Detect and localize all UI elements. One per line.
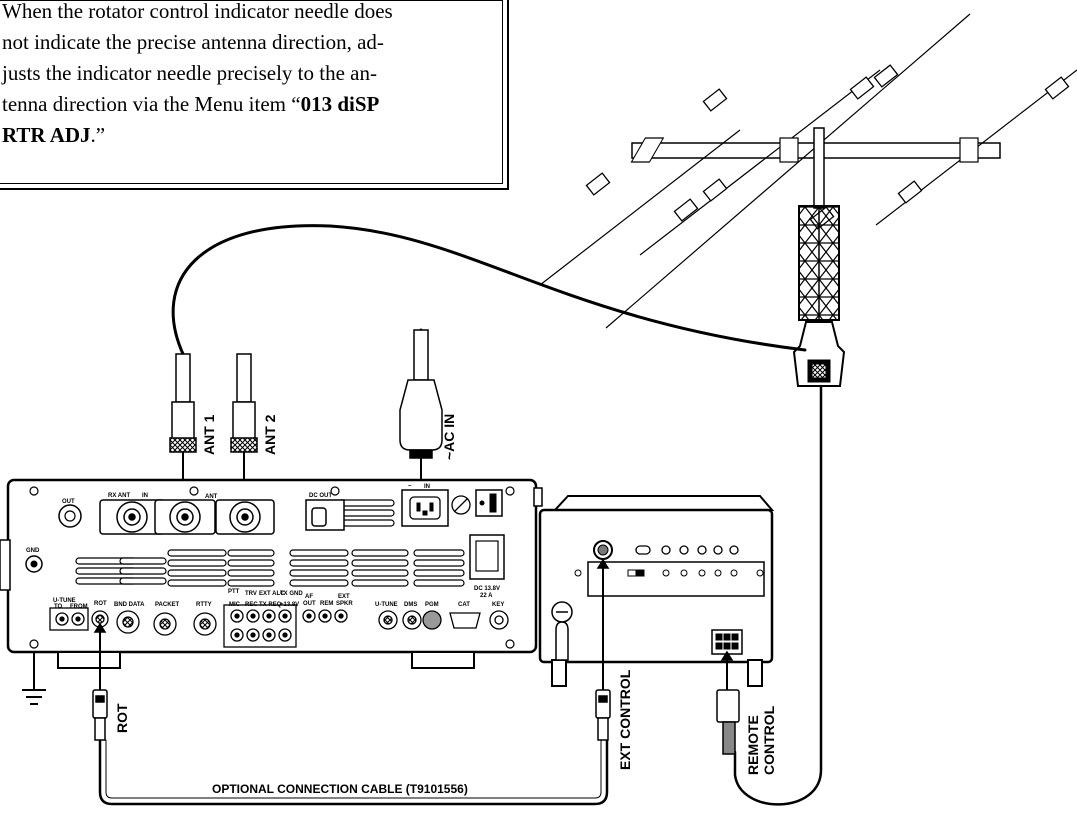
trv-label: TRV	[245, 591, 257, 597]
ac-in-small-label: IN	[424, 484, 430, 490]
rot-small-label: ROT	[94, 601, 107, 607]
key-label: KEY	[492, 602, 504, 608]
dc-in-label: DC 13.8V	[474, 586, 500, 592]
rec-label: REC	[245, 602, 258, 608]
ant1-plug	[170, 354, 196, 500]
ground-symbol	[22, 690, 46, 704]
optional-cable-label: OPTIONAL CONNECTION CABLE (T9101556)	[212, 782, 468, 796]
ac-symbol-label: ~	[408, 484, 412, 490]
ext-spkr-label: EXT	[338, 594, 350, 600]
spkr-label: SPKR	[336, 601, 353, 607]
rx-ant-label: RX ANT	[108, 493, 130, 499]
ptt-label: PTT	[228, 589, 240, 595]
ac-plug	[400, 330, 442, 490]
ext-control-label: EXT CONTROL	[617, 669, 633, 770]
tx-gnd-label: TX GND	[280, 591, 303, 597]
rotator-controller	[540, 496, 772, 686]
plus13v-label: +13.8V	[280, 602, 299, 608]
transceiver-rear-panel	[0, 480, 542, 668]
in-label: IN	[142, 493, 148, 499]
af-label: AF	[305, 594, 313, 600]
ant1-label: ANT 1	[201, 414, 217, 455]
dc-out-label: DC OUT	[309, 493, 332, 499]
ant2-label: ANT 2	[262, 414, 278, 455]
ac-in-label: ~AC IN	[441, 414, 457, 460]
rot-label: ROT	[114, 703, 130, 733]
tx-req-label: TX REQ	[259, 602, 282, 608]
dms-label: DMS	[404, 602, 417, 608]
pgm-label: PGM	[425, 602, 439, 608]
ant-label: ANT	[205, 494, 218, 500]
remote-control-label-line2: CONTROL	[761, 705, 777, 775]
af-out-label: OUT	[303, 601, 316, 607]
cat-label: CAT	[458, 602, 470, 608]
out-label: OUT	[62, 499, 75, 505]
packet-label: PACKET	[155, 602, 180, 608]
to-label: TO	[54, 604, 63, 610]
rtty-label: RTTY	[196, 602, 212, 608]
rem-label: REM	[320, 601, 333, 607]
dc-amp-label: 22 A	[480, 593, 493, 599]
yagi-antenna	[540, 14, 1077, 386]
mic-label: MIC	[229, 602, 241, 608]
remote-control-plug	[717, 652, 739, 754]
ant2-plug	[231, 354, 257, 500]
from-label: FROM	[70, 604, 88, 610]
gnd-label: GND	[26, 548, 40, 554]
bnd-data-label: BND DATA	[114, 602, 145, 608]
remote-control-label-line1: REMOTE	[745, 715, 761, 775]
u-tune2-label: U-TUNE	[375, 602, 398, 608]
